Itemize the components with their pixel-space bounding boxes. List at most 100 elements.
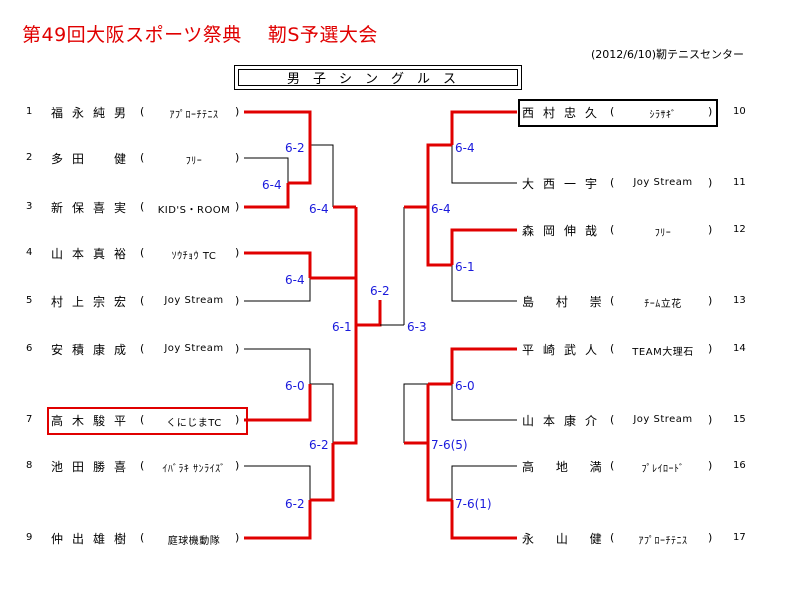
paren-close: ) [708, 223, 713, 236]
paren-close: ) [708, 413, 713, 426]
player-name: 高 地 満 [522, 460, 611, 474]
winner-path [288, 145, 312, 185]
winner-path [310, 443, 335, 502]
club-name: ｿｳﾁｮｳ TC [171, 251, 217, 262]
club-name: ﾌﾘｰ [185, 156, 203, 167]
paren-open: ( [140, 342, 145, 355]
bracket-line [451, 265, 517, 302]
club-name: KID'S・ROOM [157, 205, 231, 216]
player-name: 大西一宇 [522, 177, 607, 191]
paren-close: ) [708, 176, 713, 189]
paren-open: ( [610, 105, 615, 118]
winner-path [310, 207, 358, 280]
bracket-line [451, 145, 517, 184]
paren-open: ( [140, 105, 145, 118]
bracket-line [451, 384, 517, 421]
bracket-line [244, 348, 311, 384]
paren-open: ( [610, 294, 615, 307]
paren-close: ) [708, 342, 713, 355]
paren-open: ( [140, 246, 145, 259]
match-score: 6-0 [455, 379, 475, 393]
bracket-line [451, 465, 517, 500]
winner-path [450, 228, 517, 265]
player-name: 安積康成 [51, 343, 136, 357]
seed-number: 2 [26, 152, 33, 163]
match-score: 6-4 [285, 273, 305, 287]
winner-path [426, 443, 452, 502]
seed-number: 16 [733, 460, 746, 471]
club-name: Joy Stream [633, 177, 693, 188]
paren-open: ( [140, 294, 145, 307]
tournament-title: 第49回大阪スポーツ祭典 靭S予選大会 [22, 24, 378, 46]
seed-number: 9 [26, 532, 33, 543]
player-name: 高木駿平 [51, 414, 136, 428]
bracket-line [244, 465, 311, 500]
paren-close: ) [235, 200, 240, 213]
bracket-line [310, 383, 334, 443]
seed-number: 14 [733, 343, 746, 354]
player-name: 森岡伸哉 [522, 224, 607, 238]
winner-path [244, 500, 312, 540]
paren-open: ( [610, 413, 615, 426]
winner-path [244, 110, 312, 145]
player-name: 仲出雄樹 [51, 532, 136, 546]
seed-number: 7 [26, 414, 33, 425]
player-name: 島 村 崇 [522, 295, 611, 309]
player-name: 池田勝喜 [51, 460, 136, 474]
paren-close: ) [235, 459, 240, 472]
winner-path [426, 207, 452, 267]
club-name: Joy Stream [164, 343, 224, 354]
match-score: 6-3 [407, 320, 427, 334]
match-score: 6-4 [431, 202, 451, 216]
seed-number: 13 [733, 295, 746, 306]
seed-number: 5 [26, 295, 33, 306]
paren-open: ( [140, 151, 145, 164]
paren-open: ( [610, 176, 615, 189]
paren-close: ) [235, 246, 240, 259]
player-name: 新保喜実 [51, 201, 136, 215]
event-title-box: 男子シングルス [234, 65, 522, 90]
winner-path [426, 143, 452, 207]
seed-number: 10 [733, 106, 746, 117]
paren-close: ) [708, 459, 713, 472]
paren-close: ) [708, 105, 713, 118]
date-venue: (2012/6/10)靭テニスセンター [591, 48, 744, 61]
seed-number: 8 [26, 460, 33, 471]
match-score: 7-6(1) [455, 497, 492, 511]
match-score: 6-2 [285, 497, 305, 511]
club-name: Joy Stream [164, 295, 224, 306]
winner-path [244, 251, 312, 278]
paren-close: ) [235, 151, 240, 164]
match-score: 6-4 [262, 178, 282, 192]
winner-path [244, 384, 312, 422]
club-name: ﾌﾘｰ [654, 228, 672, 239]
paren-close: ) [235, 105, 240, 118]
seed-number: 1 [26, 106, 33, 117]
paren-open: ( [610, 459, 615, 472]
match-score: 6-2 [309, 438, 329, 452]
winner-path [244, 183, 290, 209]
match-score: 6-2 [370, 284, 390, 298]
player-highlight-box [47, 407, 248, 435]
paren-close: ) [235, 413, 240, 426]
player-name: 村上宗宏 [51, 295, 136, 309]
paren-open: ( [140, 413, 145, 426]
seed-number: 3 [26, 201, 33, 212]
paren-open: ( [140, 459, 145, 472]
winner-path [450, 500, 517, 540]
bracket-line [244, 157, 289, 183]
paren-open: ( [610, 342, 615, 355]
winner-path [333, 325, 358, 445]
player-highlight-box [518, 99, 718, 127]
seed-number: 4 [26, 247, 33, 258]
match-score: 6-4 [309, 202, 329, 216]
paren-open: ( [140, 200, 145, 213]
club-name: ﾌﾟﾚｲﾛｰﾄﾞ [641, 464, 685, 475]
bracket-line [403, 383, 428, 443]
club-name: ｱﾌﾟﾛｰﾁﾃﾆｽ [638, 536, 688, 547]
event-title: 男子シングルス [286, 72, 469, 87]
bracket-line [310, 144, 334, 207]
match-score: 6-4 [455, 141, 475, 155]
club-name: ｼﾗｻｷﾞ [649, 110, 677, 121]
player-name: 永 山 健 [522, 532, 611, 546]
